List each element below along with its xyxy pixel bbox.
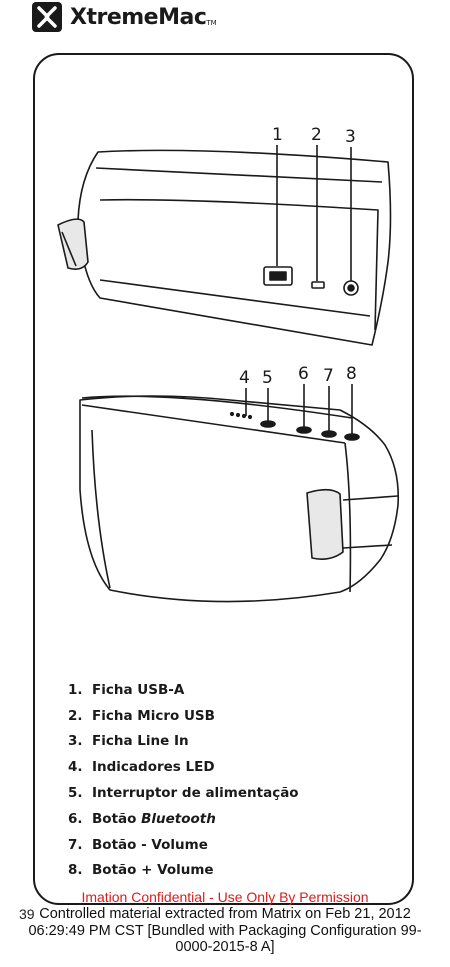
legend-label: Indicadores LED bbox=[92, 759, 215, 776]
controlled-material-footer: Controlled material extracted from Matri… bbox=[0, 906, 450, 956]
speaker-front-view bbox=[79, 384, 400, 603]
callout-2: 2 bbox=[311, 125, 322, 145]
legend-label: Ficha Micro USB bbox=[92, 707, 215, 724]
content-frame bbox=[33, 53, 414, 905]
legend-item: 4. Indicadores LED bbox=[68, 754, 299, 780]
legend-label: Botão bbox=[92, 810, 142, 827]
legend-label: Interruptor de alimentação bbox=[92, 785, 299, 802]
legend-number: 5. bbox=[68, 785, 83, 802]
footer-line-3: 0000-2015-8 A] bbox=[175, 939, 275, 955]
legend-label: Botão + Volume bbox=[92, 862, 214, 879]
legend-label: Ficha USB-A bbox=[92, 681, 185, 698]
legend-item: 7. Botão - Volume bbox=[68, 832, 299, 858]
legend-label: Botão - Volume bbox=[92, 836, 208, 853]
legend-item: 5. Interruptor de alimentação bbox=[68, 780, 299, 806]
callout-5: 5 bbox=[262, 368, 273, 388]
xtrememac-logo-icon bbox=[32, 2, 62, 32]
callout-4: 4 bbox=[239, 368, 250, 388]
confidential-notice: Imation Confidential - Use Only By Permi… bbox=[81, 889, 369, 905]
brand-tm: TM bbox=[206, 19, 217, 27]
legend-item: 2. Ficha Micro USB bbox=[68, 703, 299, 729]
speaker-rear-view bbox=[57, 145, 392, 346]
legend-number: 6. bbox=[68, 810, 83, 827]
legend-number: 2. bbox=[68, 707, 83, 724]
speaker-diagram: 1 2 3 4 5 6 7 8 bbox=[57, 125, 400, 603]
legend-item: 8. Botão + Volume bbox=[68, 858, 299, 884]
legend-label: Ficha Line In bbox=[92, 733, 189, 750]
legend-number: 8. bbox=[68, 862, 83, 879]
callout-3: 3 bbox=[345, 127, 356, 147]
brand-name: XtremeMac bbox=[70, 4, 207, 30]
callout-8: 8 bbox=[346, 364, 357, 384]
legend-item: 1. Ficha USB-A bbox=[68, 677, 299, 703]
legend-number: 7. bbox=[68, 836, 83, 853]
footer-line-2: 06:29:49 PM CST [Bundled with Packaging … bbox=[28, 922, 422, 939]
legend-item: 6. Botão Bluetooth bbox=[68, 806, 299, 832]
legend-number: 3. bbox=[68, 733, 83, 750]
legend-item: 3. Ficha Line In bbox=[68, 729, 299, 755]
callout-7: 7 bbox=[323, 366, 334, 386]
legend-label-italic: Bluetooth bbox=[141, 810, 216, 827]
callout-1: 1 bbox=[272, 125, 283, 145]
legend-number: 1. bbox=[68, 681, 83, 698]
parts-legend: 1. Ficha USB-A 2. Ficha Micro USB 3. Ficha … bbox=[68, 677, 299, 883]
callout-6: 6 bbox=[298, 364, 309, 384]
page-number: 39 bbox=[19, 906, 35, 922]
legend-number: 4. bbox=[68, 759, 83, 776]
footer-line-1: Controlled material extracted from Matri… bbox=[39, 906, 411, 922]
